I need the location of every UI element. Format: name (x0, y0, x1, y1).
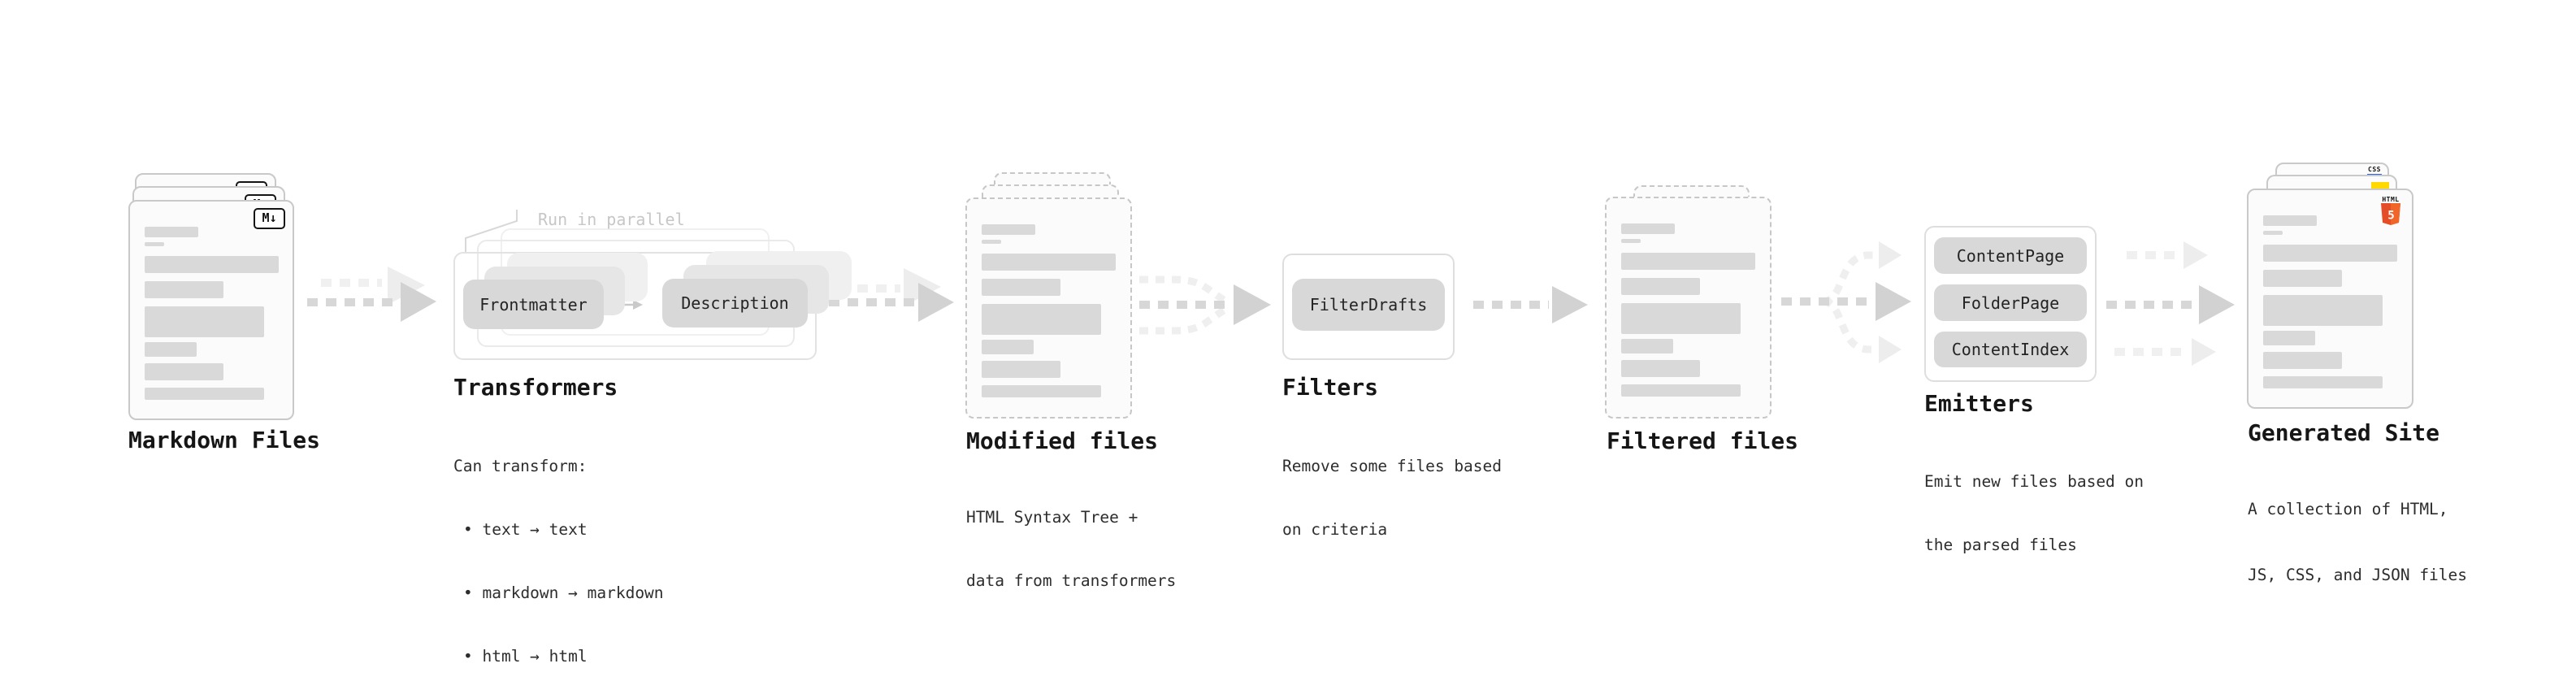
placeholder-bar (2263, 231, 2283, 235)
placeholder-bar (145, 363, 223, 380)
pill-filterdrafts: FilterDrafts (1292, 279, 1445, 331)
pill-contentpage: ContentPage (1934, 237, 2087, 274)
desc-line: JS, CSS, and JSON files (2248, 566, 2468, 584)
css-label: CSS (2368, 166, 2381, 173)
file-card-front: M↓ (128, 200, 294, 420)
desc-line: HTML Syntax Tree + (966, 508, 1138, 527)
stage-desc-filters: Remove some files based on criteria (1282, 414, 1502, 583)
stage-label-filtered: Filtered files (1607, 427, 1799, 454)
placeholder-bar (2263, 295, 2383, 326)
pill-contentindex: ContentIndex (1934, 332, 2087, 367)
pill-folderpage: FolderPage (1934, 284, 2087, 321)
pill-frontmatter: Frontmatter (463, 280, 604, 329)
placeholder-bar (982, 340, 1034, 354)
file-card-front (965, 197, 1132, 419)
desc-line: the parsed files (1924, 536, 2077, 554)
placeholder-bar (1621, 223, 1675, 234)
html5-number: 5 (2387, 210, 2394, 223)
stage-desc-transformers: Can transform: • text → text • markdown … (453, 414, 664, 681)
html5-shield: 5 (2381, 203, 2400, 225)
placeholder-bar (1621, 339, 1673, 354)
placeholder-bar (1621, 303, 1741, 334)
html5-icon: HTML 5 (2380, 196, 2401, 228)
placeholder-bar (145, 227, 198, 237)
file-card-front: HTML 5 (2247, 189, 2413, 409)
placeholder-bar (145, 256, 279, 273)
file-card-front (1605, 197, 1772, 419)
placeholder-bar (1621, 278, 1700, 295)
stage-desc-site: A collection of HTML, JS, CSS, and JSON … (2248, 454, 2467, 630)
placeholder-bar (1621, 384, 1741, 397)
placeholder-bar (2263, 352, 2342, 369)
markdown-icon: M↓ (254, 208, 285, 229)
desc-line: Emit new files based on (1924, 472, 2144, 491)
note-title: Can transform: (453, 457, 588, 475)
pill-description: Description (662, 279, 808, 327)
stage-label-emitters: Emitters (1924, 390, 2034, 417)
placeholder-bar (982, 279, 1060, 296)
desc-line: on criteria (1282, 520, 1388, 539)
arrow-markdown-to-transformers (307, 267, 436, 322)
desc-line: Remove some files based (1282, 457, 1503, 475)
placeholder-bar (145, 388, 264, 400)
note-bullet: • html → html (463, 647, 588, 666)
placeholder-bar (1621, 239, 1641, 243)
arrow-filtered-to-emitters (1781, 241, 1911, 363)
placeholder-bar (982, 361, 1060, 378)
arrow-modified-to-filters (1139, 275, 1271, 335)
placeholder-bar (1621, 253, 1755, 270)
stage-label-markdown: Markdown Files (128, 427, 321, 453)
placeholder-bar (1621, 360, 1700, 377)
placeholder-bar (145, 306, 264, 337)
placeholder-bar (2263, 245, 2397, 262)
html5-word: HTML (2382, 196, 2400, 203)
placeholder-bar (145, 342, 197, 357)
note-bullet: • markdown → markdown (463, 583, 664, 602)
placeholder-bar (982, 254, 1116, 271)
placeholder-bar (982, 240, 1001, 244)
placeholder-bar (982, 385, 1101, 397)
stage-desc-emitters: Emit new files based on the parsed files (1924, 429, 2144, 598)
arrow-filters-to-filtered (1473, 286, 1588, 323)
arrow-emitters-to-site (2106, 241, 2235, 366)
stage-label-site: Generated Site (2248, 419, 2440, 446)
placeholder-bar (2263, 331, 2315, 345)
placeholder-bar (982, 304, 1101, 335)
placeholder-bar (145, 242, 164, 246)
placeholder-bar (982, 224, 1035, 235)
stage-label-transformers: Transformers (453, 374, 618, 401)
callout-leader-line (465, 210, 518, 252)
run-in-parallel-callout: Run in parallel (538, 210, 685, 229)
desc-line: data from transformers (966, 571, 1177, 590)
stage-desc-modified: HTML Syntax Tree + data from transformer… (966, 465, 1176, 634)
note-bullet: • text → text (463, 520, 588, 539)
placeholder-bar (145, 281, 223, 298)
placeholder-bar (2263, 270, 2342, 287)
placeholder-bar (2263, 376, 2383, 388)
stage-label-modified: Modified files (966, 427, 1159, 454)
stage-label-filters: Filters (1282, 374, 1379, 401)
desc-line: A collection of HTML, (2248, 500, 2448, 518)
placeholder-bar (2263, 215, 2317, 226)
